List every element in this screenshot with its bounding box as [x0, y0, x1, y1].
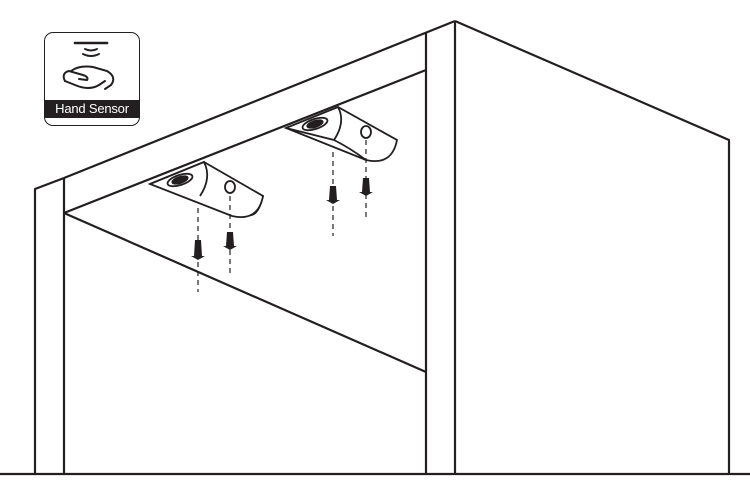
screws-2	[326, 178, 373, 204]
light-fixture-1	[147, 160, 265, 218]
top-front-edge	[63, 19, 456, 180]
underside-side-edge	[63, 211, 427, 374]
left-panel-outer	[33, 176, 65, 474]
hand-sensor-icon	[62, 41, 115, 90]
screws-1	[191, 232, 237, 260]
underside-back-edge	[63, 68, 427, 215]
screw-icon	[359, 178, 373, 196]
badge-label: Hand Sensor	[45, 100, 139, 118]
screw-icon	[223, 232, 237, 250]
screw-icon	[191, 240, 205, 260]
right-top-edge	[454, 19, 731, 474]
hand-sensor-badge: Hand Sensor	[44, 32, 140, 126]
light-fixture-2	[283, 106, 399, 162]
screw-icon	[326, 186, 340, 204]
